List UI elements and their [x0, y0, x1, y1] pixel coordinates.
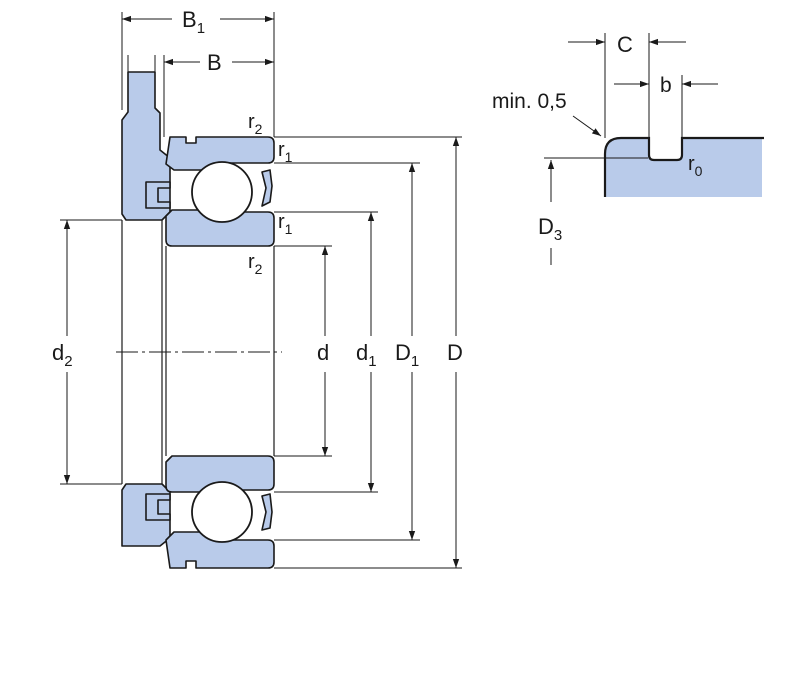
seal-left-bottom	[145, 493, 171, 521]
label-B1: B1	[182, 7, 205, 37]
seal-left-top	[145, 181, 171, 209]
label-d: d	[317, 340, 329, 365]
inner-ring-bottom	[165, 455, 275, 493]
label-r1-lower: r1	[278, 211, 293, 237]
label-B: B	[207, 50, 222, 75]
label-r1-upper: r1	[278, 139, 293, 165]
label-r0: r0	[688, 153, 703, 179]
seal-right-top	[261, 169, 273, 207]
label-D1: D1	[395, 340, 419, 370]
label-C: C	[617, 32, 633, 57]
outer-ring-bottom	[165, 531, 275, 569]
label-d1: d1	[356, 340, 377, 370]
dimension-lines	[60, 12, 462, 569]
label-D3: D3	[538, 214, 562, 244]
ball-bottom	[191, 481, 253, 543]
label-D: D	[447, 340, 463, 365]
groove-detail	[544, 33, 764, 265]
outer-ring-top	[165, 136, 275, 171]
label-d2: d2	[52, 340, 73, 370]
label-b: b	[660, 74, 672, 97]
ball-top	[191, 161, 253, 223]
labels: B1 B r2 r1 r1 r2 d2 d d1 D1 D C b min. 0…	[52, 7, 703, 370]
groove-detail-body	[605, 138, 762, 197]
bearing-bottom-section	[121, 455, 275, 569]
label-r2-top: r2	[248, 111, 263, 137]
inner-ring-top	[165, 209, 275, 247]
label-r2-bottom: r2	[248, 251, 263, 277]
seal-right-bottom	[261, 493, 273, 531]
label-min-05: min. 0,5	[492, 90, 567, 113]
bearing-top-section	[121, 71, 275, 247]
